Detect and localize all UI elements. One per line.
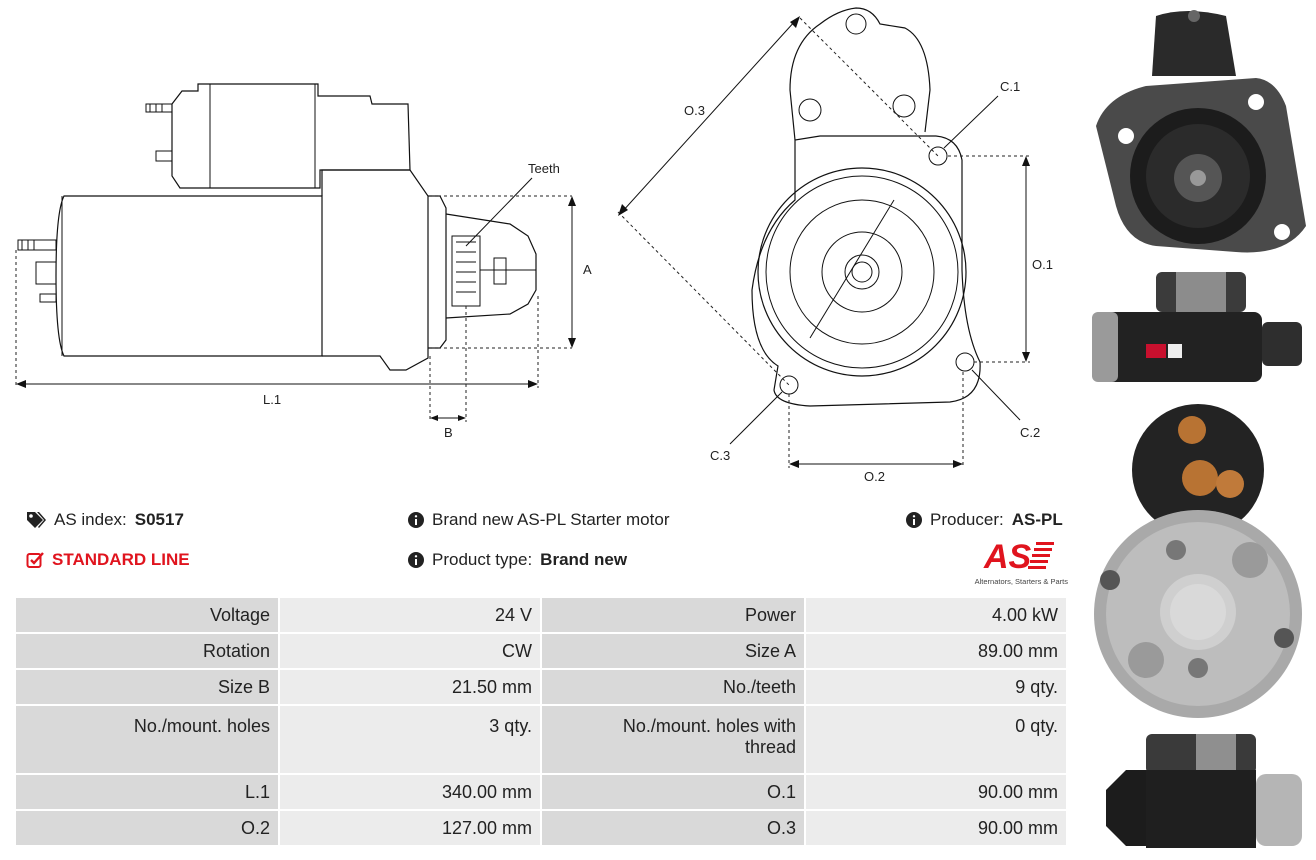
product-photo-front [1096, 10, 1306, 253]
spec-key: O.3 [542, 811, 804, 845]
as-index: AS index: S0517 [26, 510, 184, 530]
producer-value: AS-PL [1011, 510, 1063, 529]
spec-value: 21.50 mm [280, 670, 540, 704]
producer-row: Producer: AS-PL [906, 510, 1063, 530]
dim-o3-label: O.3 [684, 103, 705, 118]
logo-mark: AS [983, 538, 1054, 576]
product-type-row: Product type: Brand new [408, 550, 627, 570]
spec-key: O.1 [542, 775, 804, 809]
c1-label: C.1 [1000, 79, 1020, 94]
standard-line-label: STANDARD LINE [52, 550, 190, 569]
dim-o1-label: O.1 [1032, 257, 1053, 272]
dim-o2-label: O.2 [864, 469, 885, 484]
spec-value: 24 V [280, 598, 540, 632]
description-row: Brand new AS-PL Starter motor [408, 510, 669, 530]
spec-value: 4.00 kW [806, 598, 1066, 632]
c2-label: C.2 [1020, 425, 1040, 440]
description-text: Brand new AS-PL Starter motor [432, 510, 670, 529]
dim-b-label: B [444, 425, 453, 440]
as-index-label: AS index: [54, 510, 127, 529]
spec-key: No./mount. holes [16, 706, 278, 773]
product-type-label: Product type: [432, 550, 533, 569]
producer-label: Producer: [930, 510, 1004, 529]
spec-value: 127.00 mm [280, 811, 540, 845]
table-row: Rotation CW Size A 89.00 mm [16, 634, 1066, 668]
tags-icon [27, 512, 46, 528]
spec-value: 3 qty. [280, 706, 540, 773]
spec-value: CW [280, 634, 540, 668]
table-row: Size B 21.50 mm No./teeth 9 qty. [16, 670, 1066, 704]
as-index-value: S0517 [134, 510, 184, 529]
dim-l1-label: L.1 [263, 392, 281, 407]
spec-key: L.1 [16, 775, 278, 809]
table-row: O.2 127.00 mm O.3 90.00 mm [16, 811, 1066, 845]
spec-value: 90.00 mm [806, 775, 1066, 809]
spec-key: No./mount. holes with thread [542, 706, 804, 773]
spec-key: O.2 [16, 811, 278, 845]
c3-label: C.3 [710, 448, 730, 463]
dim-a-label: A [583, 262, 592, 277]
front-view-drawing: O.1 O.2 O.3 C.1 C.2 C.3 [617, 7, 1053, 484]
spec-value: 90.00 mm [806, 811, 1066, 845]
logo-tagline: Alternators, Starters & Parts [974, 577, 1068, 586]
table-row: No./mount. holes 3 qty. No./mount. holes… [16, 706, 1066, 773]
table-row: Voltage 24 V Power 4.00 kW [16, 598, 1066, 632]
spec-value: 9 qty. [806, 670, 1066, 704]
standard-line: STANDARD LINE [26, 550, 190, 570]
teeth-label: Teeth [528, 161, 560, 176]
spec-key: No./teeth [542, 670, 804, 704]
table-row: L.1 340.00 mm O.1 90.00 mm [16, 775, 1066, 809]
logo-text: AS [983, 538, 1032, 572]
product-photo-side-top [1092, 272, 1302, 382]
spec-key: Rotation [16, 634, 278, 668]
spec-key: Voltage [16, 598, 278, 632]
spec-value: 0 qty. [806, 706, 1066, 773]
spec-value: 89.00 mm [806, 634, 1066, 668]
spec-value: 340.00 mm [280, 775, 540, 809]
spec-table: Voltage 24 V Power 4.00 kW Rotation CW S… [14, 596, 1068, 847]
product-type-value: Brand new [540, 550, 628, 569]
product-photo-rear [1094, 404, 1302, 718]
check-square-icon [26, 552, 44, 568]
info-circle-icon [906, 512, 922, 528]
info-circle-icon [408, 512, 424, 528]
as-pl-logo: AS Alternators, Starters & Parts [966, 538, 1068, 586]
product-photo-side-bottom [1106, 734, 1302, 848]
spec-key: Size B [16, 670, 278, 704]
side-view-drawing: A L.1 B Teeth [15, 83, 592, 440]
spec-key: Size A [542, 634, 804, 668]
spec-key: Power [542, 598, 804, 632]
info-circle-icon [408, 552, 424, 568]
